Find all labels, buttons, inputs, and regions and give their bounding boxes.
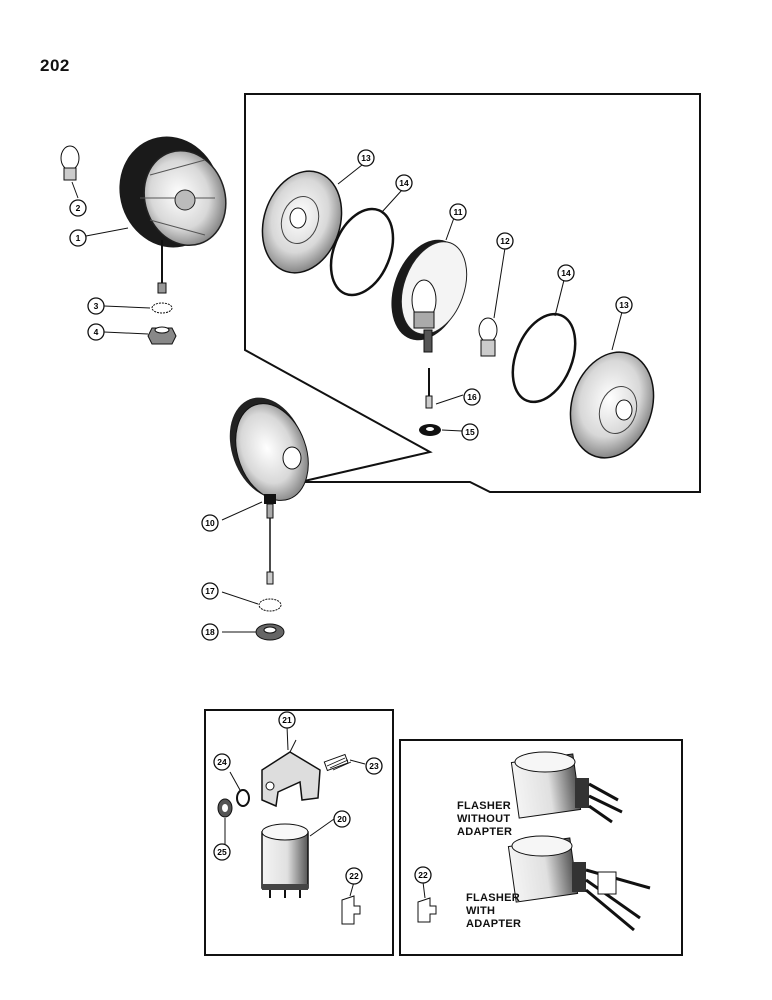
flasher-without-adapter-illustration xyxy=(510,751,623,824)
callout-20: 20 xyxy=(337,814,347,824)
flasher-unit-20 xyxy=(261,823,309,898)
adapter-22-loose xyxy=(417,897,437,923)
washer-24 xyxy=(236,789,250,807)
adapter-22 xyxy=(341,895,361,925)
callout-4: 4 xyxy=(94,327,99,337)
caption-flasher-with-adapter: FLASHER WITH ADAPTER xyxy=(466,892,521,931)
nut-18 xyxy=(255,623,285,641)
callout-circles xyxy=(69,149,633,885)
callout-16: 16 xyxy=(467,392,477,402)
caption-flasher-without-adapter: FLASHER WITHOUT ADAPTER xyxy=(457,800,512,839)
callout-1: 1 xyxy=(76,233,81,243)
callout-3: 3 xyxy=(94,301,99,311)
callout-18: 18 xyxy=(205,627,215,637)
grommet-15 xyxy=(419,424,441,436)
nut-25 xyxy=(217,798,233,818)
caption-line: FLASHER xyxy=(466,892,521,904)
lens-13-right xyxy=(569,351,655,459)
caption-line: ADAPTER xyxy=(457,826,513,838)
callout-21: 21 xyxy=(282,715,292,725)
page-number: 202 xyxy=(40,56,70,75)
lock-washer-17 xyxy=(258,598,282,612)
callout-12: 12 xyxy=(500,236,510,246)
screw-23 xyxy=(323,753,352,772)
callout-25: 25 xyxy=(217,847,227,857)
lock-washer-3 xyxy=(151,302,173,314)
callout-11: 11 xyxy=(454,207,463,217)
bulb-2 xyxy=(60,145,80,181)
bracket-21 xyxy=(261,739,321,808)
bulb-12 xyxy=(478,317,498,357)
caption-line: ADAPTER xyxy=(466,918,522,930)
caption-line: WITHOUT xyxy=(457,813,511,825)
callout-17: 17 xyxy=(205,586,215,596)
callout-23: 23 xyxy=(369,761,379,771)
callout-15: 15 xyxy=(465,427,475,437)
lamp-assembly-1 xyxy=(119,136,227,294)
callout-10: 10 xyxy=(205,518,215,528)
callout-2: 2 xyxy=(76,203,81,213)
caption-line: FLASHER xyxy=(457,800,512,812)
flasher-comparison-box xyxy=(399,739,683,956)
terminal-16 xyxy=(425,368,433,409)
detail-box-outline xyxy=(244,93,701,493)
callout-13-left: 13 xyxy=(361,153,371,163)
callout-14-right: 14 xyxy=(561,268,571,278)
lens-13-left xyxy=(261,170,343,274)
callout-22-flasher-box: 22 xyxy=(418,870,428,880)
housing-11 xyxy=(391,239,468,353)
nut-4 xyxy=(147,326,177,345)
callout-13-right: 13 xyxy=(619,300,629,310)
callout-14-left: 14 xyxy=(399,178,409,188)
flasher-parts-box xyxy=(204,709,394,956)
leader-lines xyxy=(71,164,623,899)
callout-24: 24 xyxy=(217,757,227,767)
flasher-with-adapter-illustration xyxy=(507,835,651,932)
callout-22: 22 xyxy=(349,871,359,881)
caption-line: WITH xyxy=(466,905,496,917)
gasket-14-right xyxy=(511,312,577,404)
gasket-14-left xyxy=(329,207,395,297)
lamp-assembly-10 xyxy=(229,397,309,585)
